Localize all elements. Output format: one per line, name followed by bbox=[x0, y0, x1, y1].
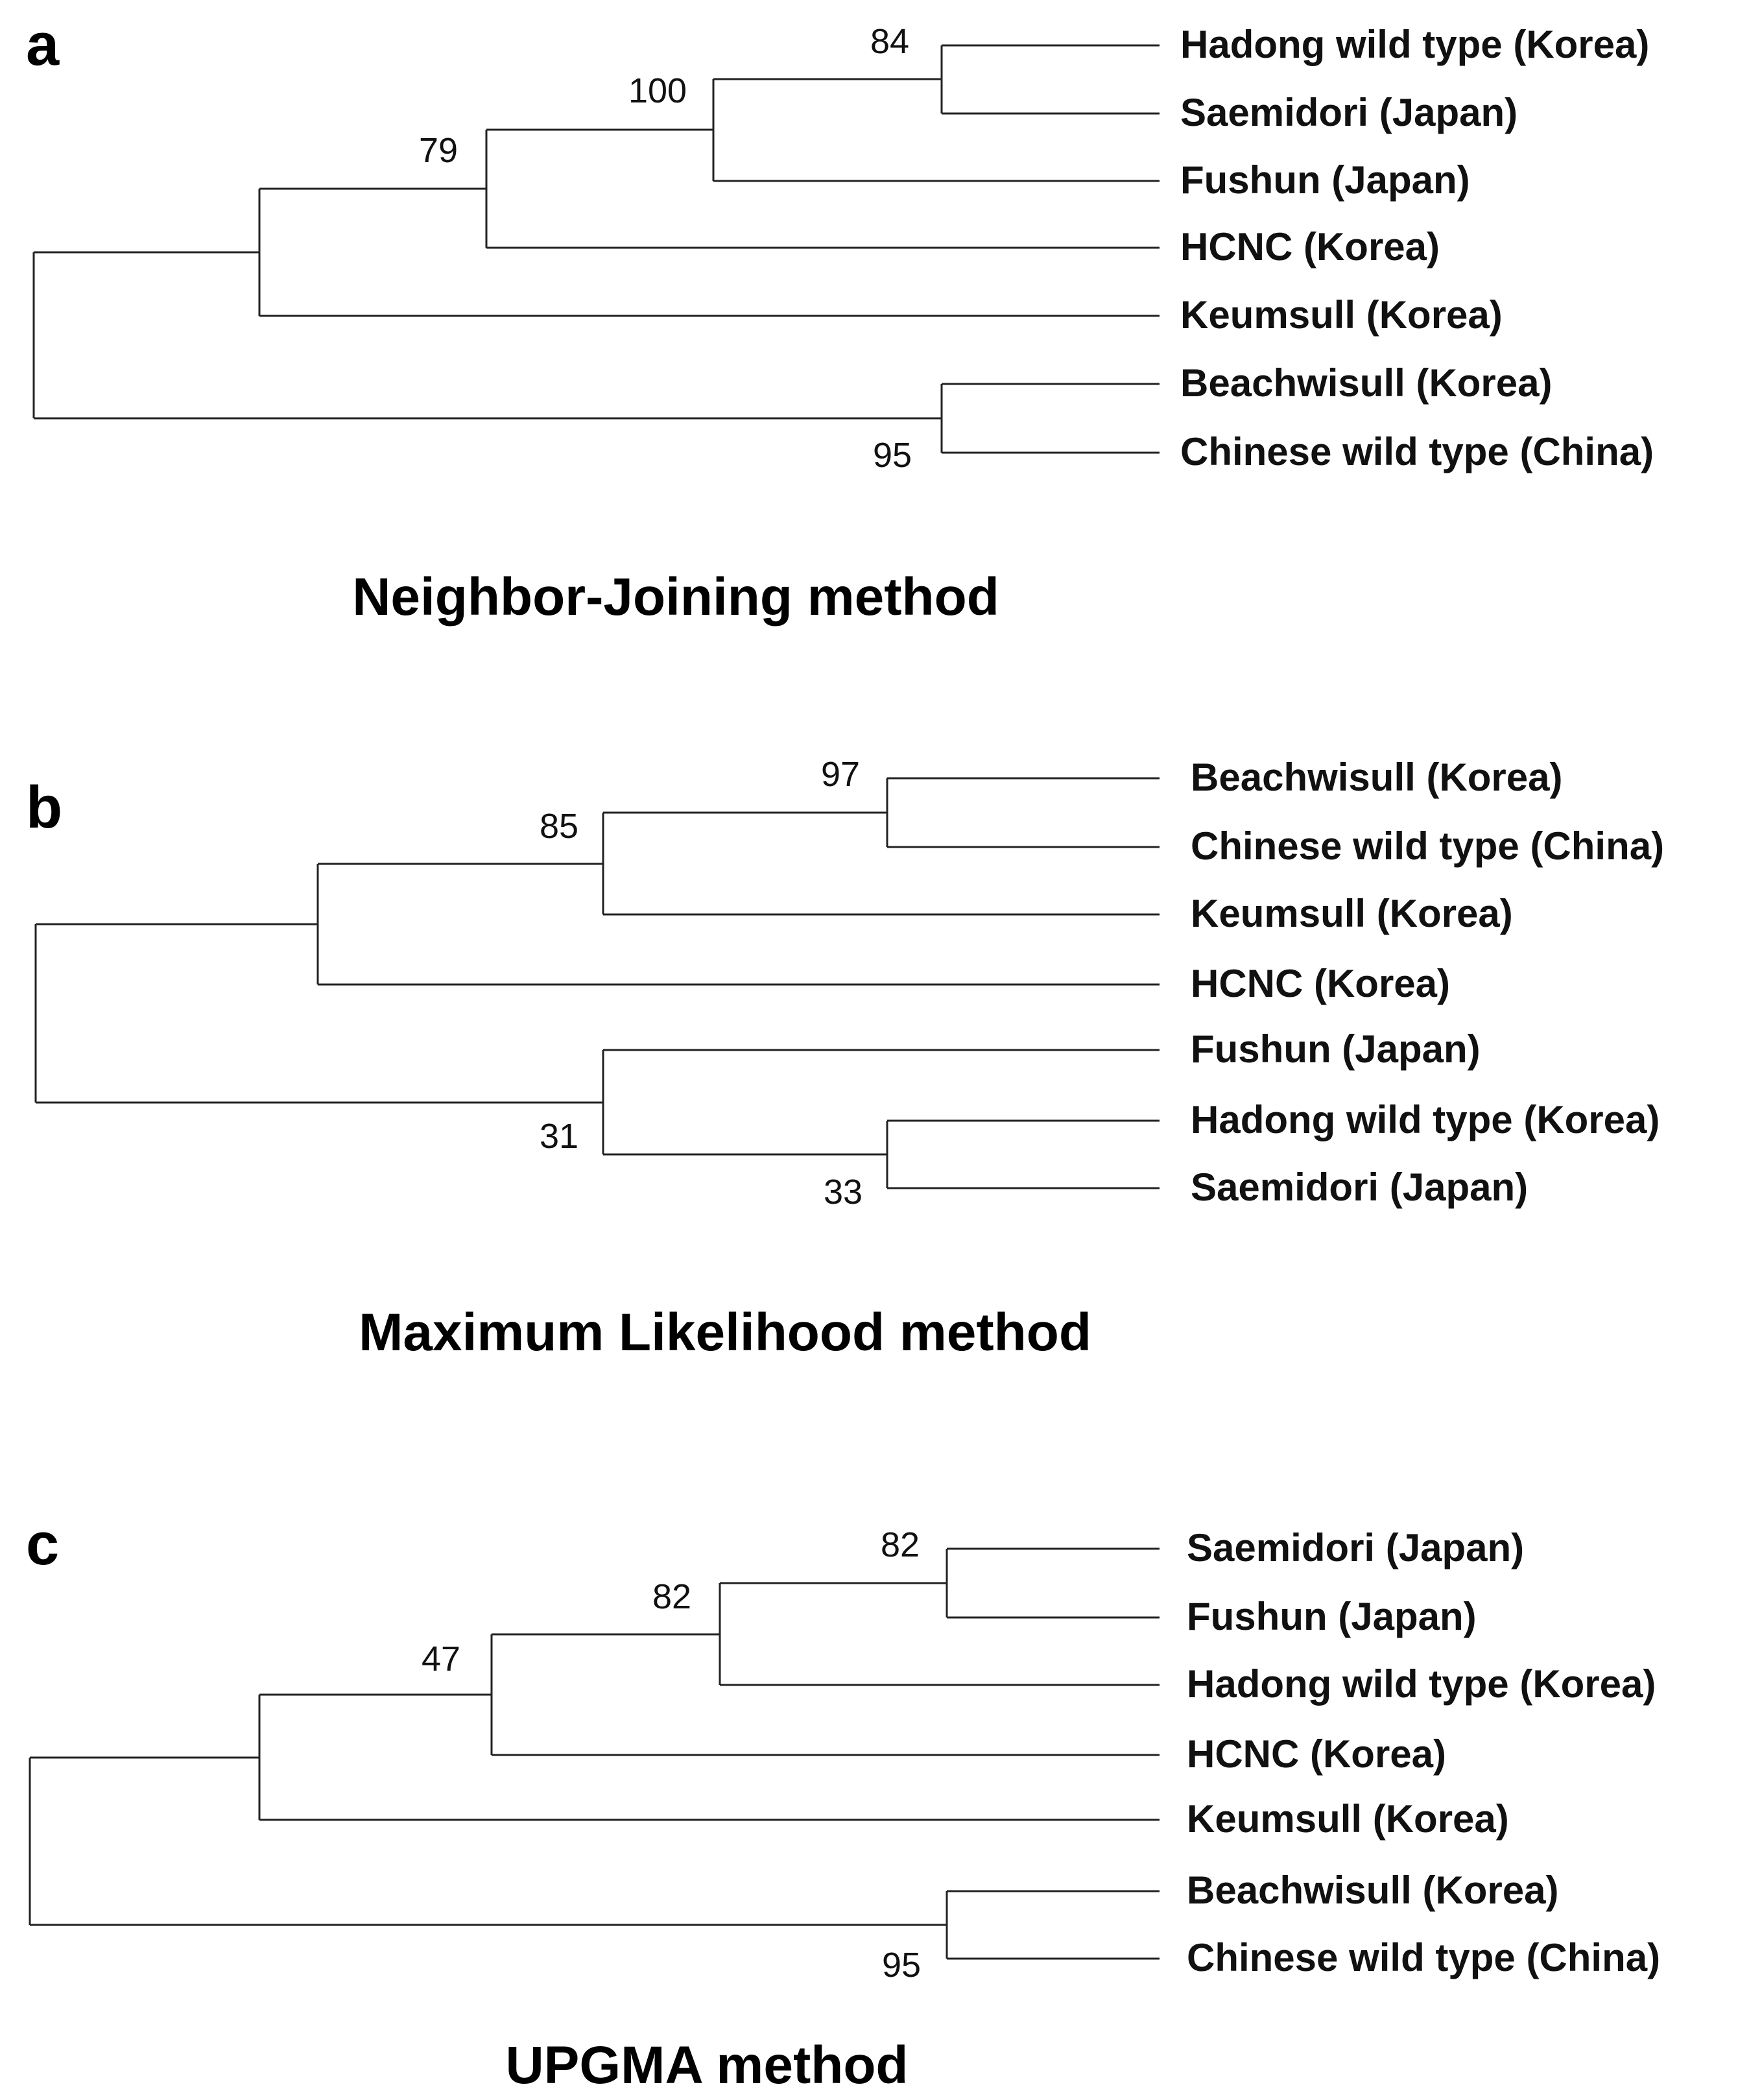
leaf-label: Fushun (Japan) bbox=[1187, 1595, 1477, 1638]
tree-a-branches bbox=[32, 44, 1160, 454]
panel-letter-a: a bbox=[26, 12, 60, 78]
panel-c: c bbox=[26, 1511, 1660, 2095]
bootstrap-value: 31 bbox=[540, 1117, 578, 1156]
bootstrap-value: 84 bbox=[870, 22, 909, 61]
leaf-label: Saemidori (Japan) bbox=[1191, 1165, 1528, 1209]
bootstrap-value: 82 bbox=[652, 1577, 691, 1616]
leaf-label: Beachwisull (Korea) bbox=[1191, 756, 1563, 799]
tree-a-leaf-labels: Hadong wild type (Korea) Saemidori (Japa… bbox=[1180, 23, 1654, 473]
leaf-label: HCNC (Korea) bbox=[1180, 225, 1440, 268]
leaf-label: Hadong wild type (Korea) bbox=[1191, 1098, 1660, 1141]
leaf-label: Chinese wild type (China) bbox=[1191, 824, 1664, 868]
leaf-label: Saemidori (Japan) bbox=[1180, 91, 1518, 134]
leaf-label: Fushun (Japan) bbox=[1191, 1027, 1481, 1071]
bootstrap-value: 97 bbox=[821, 755, 860, 794]
bootstrap-value: 85 bbox=[540, 807, 578, 846]
panel-b: b bbox=[26, 755, 1664, 1362]
leaf-label: Keumsull (Korea) bbox=[1187, 1797, 1509, 1841]
tree-a-bootstrap-values: 84 100 79 95 bbox=[419, 22, 912, 475]
panel-a: a bbox=[26, 12, 1654, 626]
bootstrap-value: 79 bbox=[419, 131, 458, 170]
tree-c-bootstrap-values: 82 82 47 95 bbox=[422, 1525, 921, 1985]
panel-letter-c: c bbox=[26, 1511, 59, 1577]
leaf-label: Hadong wild type (Korea) bbox=[1180, 23, 1649, 66]
leaf-label: Keumsull (Korea) bbox=[1191, 892, 1513, 935]
leaf-label: Keumsull (Korea) bbox=[1180, 293, 1503, 337]
leaf-label: HCNC (Korea) bbox=[1187, 1732, 1446, 1776]
panel-letter-b: b bbox=[26, 774, 62, 841]
leaf-label: Saemidori (Japan) bbox=[1187, 1526, 1524, 1569]
bootstrap-value: 95 bbox=[873, 436, 912, 475]
tree-c-leaf-labels: Saemidori (Japan) Fushun (Japan) Hadong … bbox=[1187, 1526, 1660, 1979]
leaf-label: Chinese wild type (China) bbox=[1180, 430, 1654, 473]
leaf-label: HCNC (Korea) bbox=[1191, 962, 1450, 1005]
tree-b-bootstrap-values: 97 85 31 33 bbox=[540, 755, 863, 1211]
bootstrap-value: 47 bbox=[422, 1640, 460, 1678]
tree-b-leaf-labels: Beachwisull (Korea) Chinese wild type (C… bbox=[1191, 756, 1664, 1209]
leaf-label: Beachwisull (Korea) bbox=[1180, 361, 1553, 405]
method-title-b: Maximum Likelihood method bbox=[359, 1303, 1091, 1362]
tree-c-branches bbox=[29, 1547, 1160, 1960]
bootstrap-value: 100 bbox=[628, 71, 687, 110]
bootstrap-value: 33 bbox=[824, 1173, 863, 1211]
leaf-label: Beachwisull (Korea) bbox=[1187, 1868, 1559, 1912]
leaf-label: Chinese wild type (China) bbox=[1187, 1936, 1660, 1979]
method-title-c: UPGMA method bbox=[505, 2036, 908, 2095]
bootstrap-value: 95 bbox=[882, 1946, 921, 1985]
method-title-a: Neighbor-Joining method bbox=[352, 567, 999, 626]
bootstrap-value: 82 bbox=[881, 1525, 920, 1564]
tree-b-branches bbox=[34, 777, 1160, 1189]
leaf-label: Hadong wild type (Korea) bbox=[1187, 1662, 1656, 1706]
leaf-label: Fushun (Japan) bbox=[1180, 158, 1470, 202]
